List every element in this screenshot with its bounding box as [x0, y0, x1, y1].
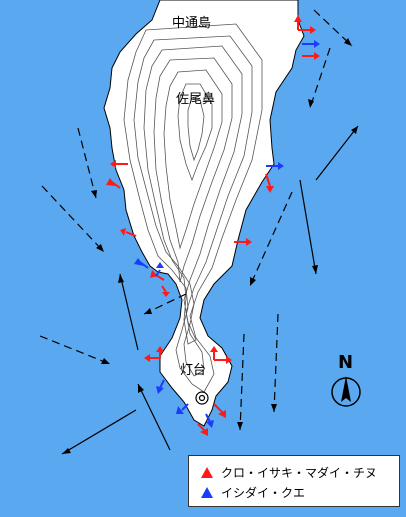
place-label-cape: 佐尾鼻: [176, 92, 216, 107]
legend-row-red: クロ・イサキ・マダイ・チヌ: [201, 464, 377, 481]
red-triangle-icon: [201, 467, 213, 478]
legend-row-blue: イシダイ・クエ: [201, 484, 305, 501]
north-arrow-icon: [331, 376, 361, 407]
current-arrows-solid: [61, 125, 359, 455]
fishing-spots: [106, 15, 320, 436]
contour-lines: [123, 23, 263, 393]
island: [103, 0, 305, 427]
place-label-nakadori: 中通島: [172, 16, 212, 31]
legend-red-label: クロ・イサキ・マダイ・チヌ: [221, 466, 378, 480]
lighthouse-icon: [195, 391, 209, 405]
current-arrows: [39, 9, 353, 431]
legend-blue-label: イシダイ・クエ: [221, 486, 306, 500]
place-label-lighthouse: 灯台: [180, 363, 207, 378]
blue-triangle-icon: [201, 487, 213, 498]
compass-label: N: [338, 352, 354, 373]
legend: クロ・イサキ・マダイ・チヌ イシダイ・クエ: [188, 455, 400, 507]
